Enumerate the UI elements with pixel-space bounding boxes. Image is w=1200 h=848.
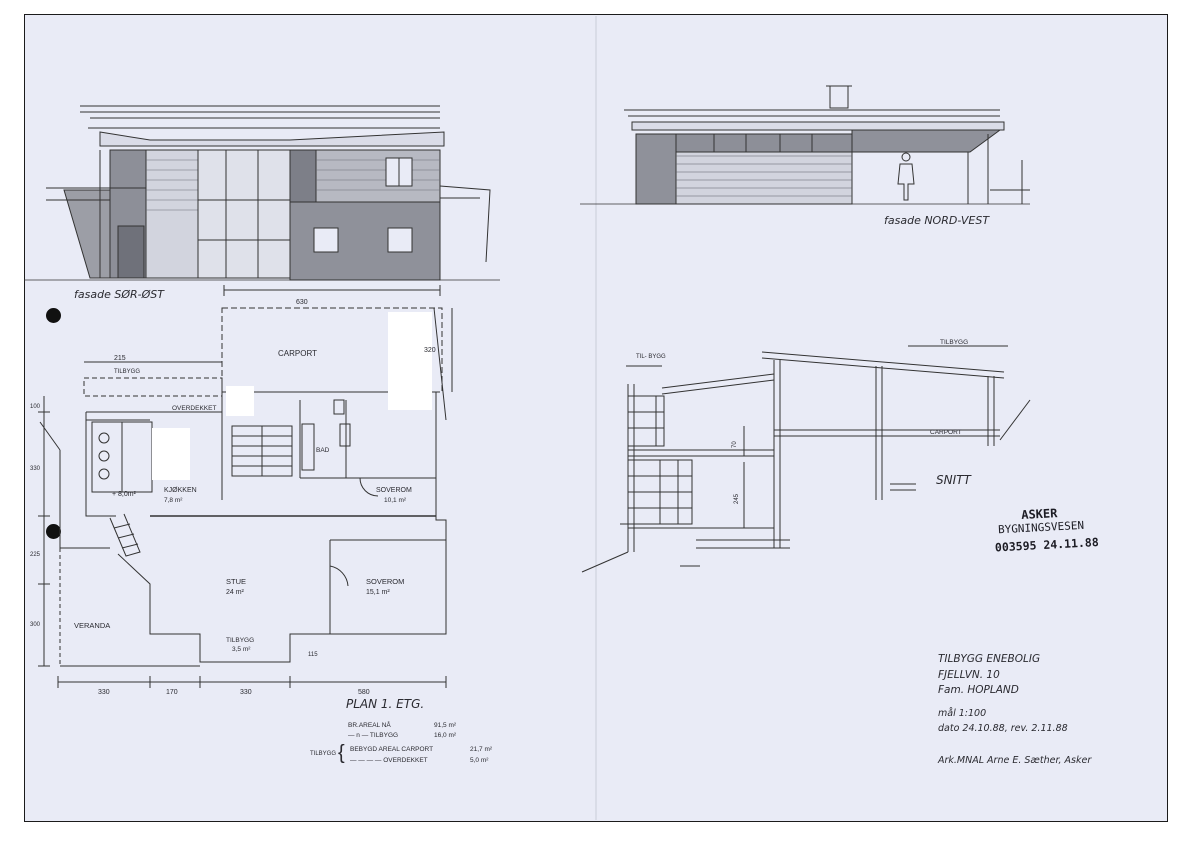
room-carport: CARPORT [278, 349, 317, 358]
room-veranda: VERANDA [74, 621, 110, 630]
stamp-line-2: BYGNINGSVESEN [998, 519, 1085, 536]
room-addition-area: + 8,0m² [112, 491, 137, 498]
section-dim-b: 245 [734, 493, 740, 504]
approval-stamp: ASKER BYGNINGSVESEN 003595 24.11.88 [995, 506, 1100, 554]
room-stue: STUE [226, 577, 246, 586]
dim-small: 115 [308, 652, 318, 658]
section-drawing [581, 345, 1031, 573]
room-tilbygg-bottom-area: 3,5 m² [232, 646, 251, 653]
stamp-line-1: ASKER [1021, 506, 1059, 522]
dim-bottom-4: 580 [358, 689, 370, 696]
room-kjokken: KJØKKEN [164, 487, 197, 494]
area-line-4-value: 5,0 m² [470, 757, 489, 764]
dim-bottom-1: 330 [98, 689, 110, 696]
dim-bottom-3: 330 [240, 689, 252, 696]
area-line-2-value: 16,0 m² [434, 732, 457, 739]
area-brace: { [338, 742, 345, 764]
room-soverom-1: SOVEROM [376, 487, 412, 494]
facade-nord-vest-label: fasade NORD-VEST [884, 214, 990, 227]
room-bad: BAD [316, 447, 330, 454]
room-soverom-2: SOVEROM [366, 577, 404, 586]
section-tilbygg-left-text: TIL- BYGG [636, 354, 666, 360]
floor-plan [38, 285, 453, 688]
dim-side-2: 330 [30, 466, 41, 472]
area-line-1-value: 91,5 m² [434, 722, 457, 729]
title-block-date: dato 24.10.88, rev. 2.11.88 [938, 723, 1068, 734]
room-soverom-1-area: 10,1 m² [384, 497, 407, 504]
room-stue-area: 24 m² [226, 589, 245, 596]
stamp-line-3: 003595 24.11.88 [995, 535, 1100, 554]
dim-side-3: 225 [30, 552, 41, 558]
area-line-3-label: BEBYGD AREAL CARPORT [350, 746, 433, 753]
section-dim-a: 70 [732, 441, 738, 448]
area-line-2-label: — n — TILBYGG [348, 732, 398, 739]
title-block-architect: Ark.MNAL Arne E. Sæther, Asker [937, 755, 1092, 766]
facade-sor-ost [24, 105, 500, 281]
section-tilbygg-right: TILBYGG [940, 339, 968, 346]
punch-hole-top [46, 308, 61, 323]
dim-top: 630 [296, 299, 308, 306]
title-block-line-2: FJELLVN. 10 [938, 669, 1000, 681]
title-block-line-3: Fam. HOPLAND [938, 684, 1019, 696]
section-tilbygg-left: TIL- BYGG [636, 354, 666, 360]
room-tilbygg-top: TILBYGG [114, 369, 140, 375]
dim-left-top: 215 [114, 355, 126, 362]
room-soverom-2-area: 15,1 m² [366, 589, 390, 596]
dim-right-side: 320 [424, 347, 436, 354]
room-tilbygg-bottom: TILBYGG [226, 637, 254, 644]
title-block-scale: mål 1:100 [938, 708, 986, 719]
title-block-line-1: TILBYGG ENEBOLIG [938, 653, 1040, 665]
area-line-4-label: — — — — OVERDEKKET [350, 757, 428, 764]
plan-title: PLAN 1. ETG. [346, 697, 424, 711]
punch-hole-bottom [46, 524, 61, 539]
facade-sor-ost-label: fasade SØR-ØST [74, 288, 165, 301]
dim-side-1: 100 [30, 404, 41, 410]
area-line-3-value: 21,7 m² [470, 746, 493, 753]
dim-bottom-2: 170 [166, 689, 178, 696]
dim-side-4: 300 [30, 622, 41, 628]
facade-nord-vest [580, 85, 1030, 205]
room-overdekket: OVERDEKKET [172, 405, 216, 412]
area-line-1-label: BR.AREAL NÅ [348, 720, 391, 729]
section-carport: CARPORT [930, 429, 962, 436]
section-title: SNITT [936, 473, 972, 487]
title-block: TILBYGG ENEBOLIG FJELLVN. 10 Fam. HOPLAN… [937, 653, 1092, 766]
room-kjokken-area: 7,8 m² [164, 497, 183, 504]
area-tilbygg-brace-label: TILBYGG [310, 751, 336, 757]
